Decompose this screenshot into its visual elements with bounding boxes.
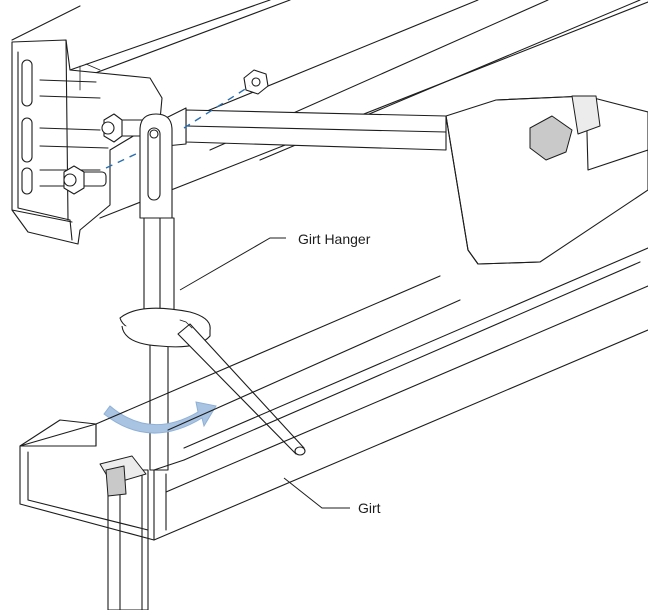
girt-hanger-label: Girt Hanger — [298, 231, 371, 247]
clip-bracket — [11, 39, 163, 245]
girt-label: Girt — [358, 500, 381, 516]
girt-hanger-leader — [179, 237, 286, 291]
bolt-lower — [63, 165, 107, 195]
upper-girt-end — [445, 95, 648, 265]
lower-girt — [19, 247, 648, 541]
fastener-axis-lower — [105, 151, 141, 169]
girt-leader — [283, 477, 350, 509]
curved-arrow-icon — [103, 401, 217, 434]
nut — [243, 69, 269, 95]
strut — [165, 107, 447, 151]
fastener-axis-upper — [183, 85, 251, 129]
